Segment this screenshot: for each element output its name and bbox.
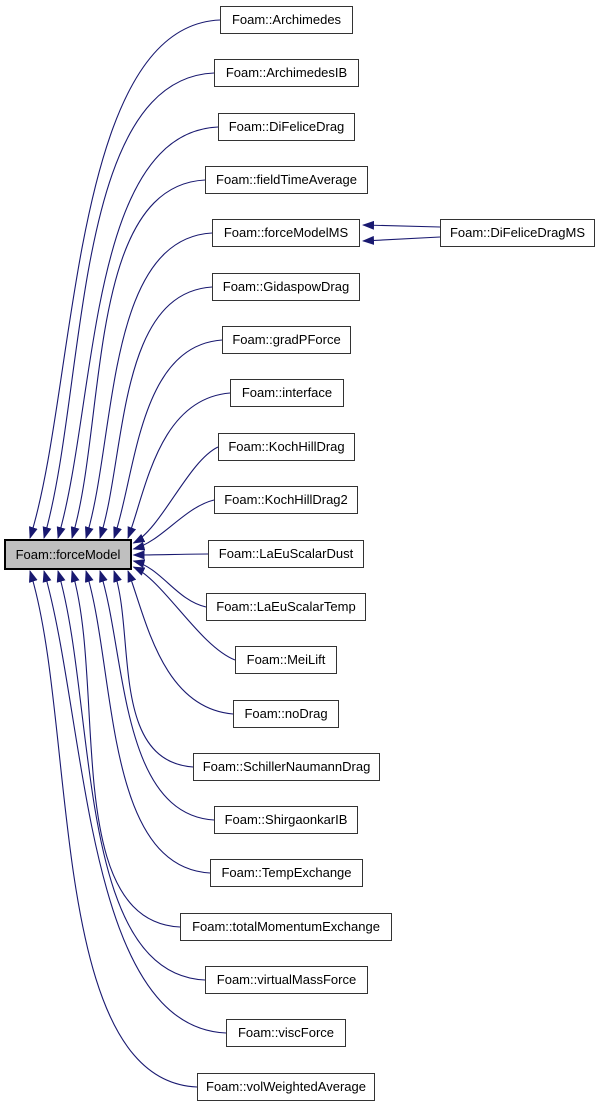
inheritance-edge-schiller-naumann-drag	[113, 570, 194, 768]
inheritance-edge-shirgaonkar-ib	[99, 570, 215, 821]
class-node-gidaspow-drag[interactable]: Foam::GidaspowDrag	[212, 273, 360, 301]
inheritance-edge-archimedes-ib	[42, 72, 215, 539]
inheritance-edge-koch-hill-drag	[132, 446, 219, 544]
class-node-visc-force[interactable]: Foam::viscForce	[226, 1019, 346, 1047]
inheritance-edge-di-felice-drag-ms-2	[362, 235, 441, 245]
class-node-koch-hill-drag[interactable]: Foam::KochHillDrag	[218, 433, 355, 461]
class-node-interface[interactable]: Foam::interface	[230, 379, 344, 407]
class-node-la-eu-scalar-dust[interactable]: Foam::LaEuScalarDust	[208, 540, 364, 568]
inheritance-edge-visc-force	[42, 570, 227, 1034]
inheritance-edge-grad-pforce	[113, 339, 223, 539]
class-node-force-model-ms[interactable]: Foam::forceModelMS	[212, 219, 360, 247]
inheritance-edge-interface	[127, 392, 231, 539]
class-node-field-time-average[interactable]: Foam::fieldTimeAverage	[205, 166, 368, 194]
inheritance-edge-virtual-mass-force	[56, 570, 206, 981]
class-node-no-drag[interactable]: Foam::noDrag	[233, 700, 339, 728]
class-node-shirgaonkar-ib[interactable]: Foam::ShirgaonkarIB	[214, 806, 358, 834]
inheritance-edge-la-eu-scalar-temp	[132, 559, 207, 608]
class-node-archimedes[interactable]: Foam::Archimedes	[220, 6, 353, 34]
inheritance-edge-temp-exchange	[84, 570, 211, 874]
inheritance-edge-di-felice-drag	[56, 126, 219, 539]
class-node-schiller-naumann-drag[interactable]: Foam::SchillerNaumannDrag	[193, 753, 380, 781]
class-node-grad-pforce[interactable]: Foam::gradPForce	[222, 326, 351, 354]
class-node-archimedes-ib[interactable]: Foam::ArchimedesIB	[214, 59, 359, 87]
inheritance-edge-no-drag	[127, 570, 234, 715]
base-class-node: Foam::forceModel	[4, 539, 132, 570]
class-node-la-eu-scalar-temp[interactable]: Foam::LaEuScalarTemp	[206, 593, 366, 621]
inheritance-edge-la-eu-scalar-dust	[132, 550, 209, 560]
inheritance-edge-archimedes	[29, 19, 221, 539]
inheritance-edge-mei-lift	[132, 566, 236, 661]
class-node-total-momentum-exchange[interactable]: Foam::totalMomentumExchange	[180, 913, 392, 941]
inheritance-edge-total-momentum-exchange	[70, 570, 181, 928]
inheritance-edge-koch-hill-drag2	[132, 499, 215, 551]
inheritance-edge-field-time-average	[70, 179, 206, 539]
class-node-koch-hill-drag2[interactable]: Foam::KochHillDrag2	[214, 486, 358, 514]
class-node-virtual-mass-force[interactable]: Foam::virtualMassForce	[205, 966, 368, 994]
class-node-di-felice-drag-ms[interactable]: Foam::DiFeliceDragMS	[440, 219, 595, 247]
class-node-temp-exchange[interactable]: Foam::TempExchange	[210, 859, 363, 887]
inheritance-edge-gidaspow-drag	[99, 286, 213, 539]
class-node-di-felice-drag[interactable]: Foam::DiFeliceDrag	[218, 113, 355, 141]
inheritance-edge-vol-weighted-average	[29, 570, 198, 1088]
inheritance-edge-force-model-ms	[84, 232, 213, 539]
class-node-mei-lift[interactable]: Foam::MeiLift	[235, 646, 337, 674]
class-node-vol-weighted-average[interactable]: Foam::volWeightedAverage	[197, 1073, 375, 1101]
inheritance-edge-di-felice-drag-ms-1	[362, 220, 441, 230]
